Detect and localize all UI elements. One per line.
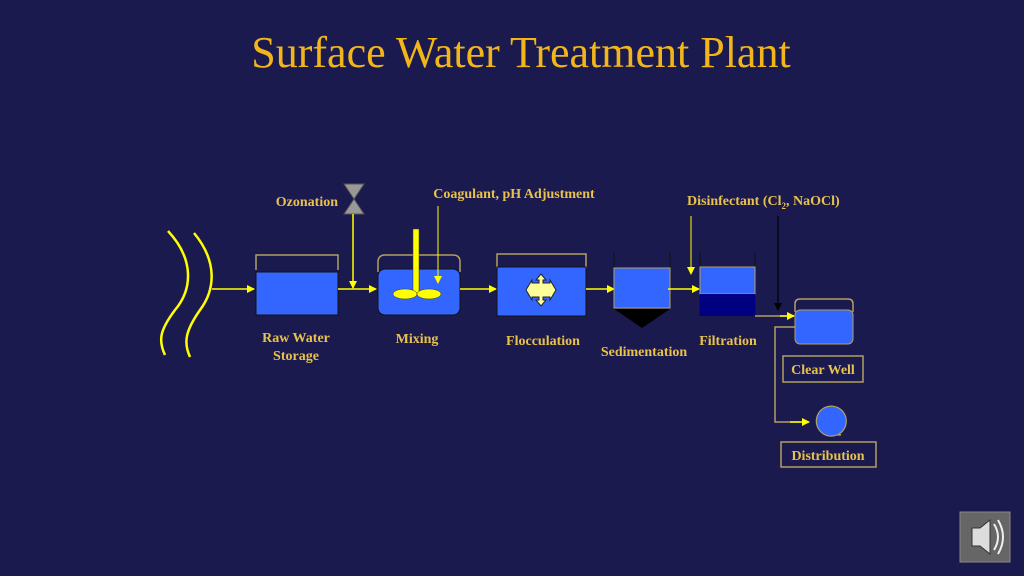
raw-water-label-1: Raw Water [262,331,330,346]
disinfectant-text-end: , NaOCl) [786,194,840,209]
ozonation-valve-icon [343,183,365,215]
clear-well-box [782,355,864,383]
clear-well-tank [794,298,854,345]
sedimentation-tank [613,252,671,328]
distribution-line [774,326,800,423]
distribution-label: Distribution [791,449,864,464]
river-icon [159,230,213,358]
disinfectant-label: Disinfectant (Cl2, NaOCl) [687,194,840,211]
distribution-box [780,441,877,468]
filtration-tank [699,252,756,316]
page-title: Surface Water Treatment Plant [251,28,790,77]
disinfectant-text: Disinfectant (Cl [687,194,782,209]
pump-icon [815,405,847,437]
coagulant-label: Coagulant, pH Adjustment [433,187,595,202]
disinfectant-subscript: 2 [782,201,787,211]
speaker-icon[interactable] [959,511,1011,563]
sedimentation-label: Sedimentation [601,345,688,360]
raw-water-label-2: Storage [273,349,319,364]
raw-water-storage-tank [255,254,339,316]
clear-well-label: Clear Well [791,363,855,378]
ozonation-label: Ozonation [276,195,338,210]
flocculation-label: Flocculation [506,334,580,349]
filtration-label: Filtration [699,334,757,349]
mixer-icon [392,228,442,300]
mixing-label: Mixing [396,332,439,347]
flocculation-arrows-icon [525,273,557,307]
